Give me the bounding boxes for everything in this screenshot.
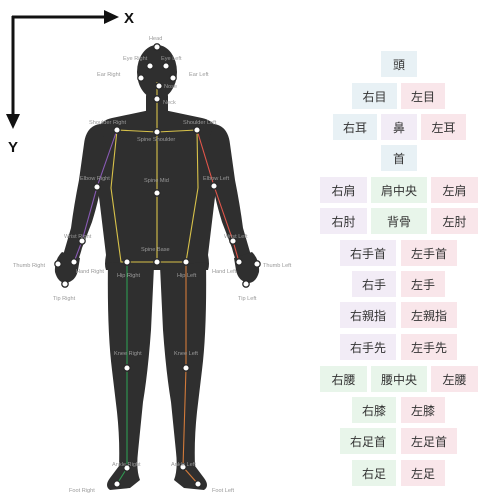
label-hand-left: Hand Left xyxy=(212,269,237,275)
label-nose: Nose xyxy=(164,84,177,90)
joint-tip-left xyxy=(243,281,249,287)
label-hip-right: Hip Right xyxy=(117,273,140,279)
kanji-tile-foot-right: 右足 xyxy=(352,460,396,486)
joint-foot-right xyxy=(114,481,120,487)
label-tip-right: Tip Right xyxy=(53,296,76,302)
kanji-tile-shoulder-right: 右肩 xyxy=(320,177,367,203)
kanji-tile-ear-left: 左耳 xyxy=(421,114,466,140)
label-eye-left: Eye Left xyxy=(161,56,182,62)
joint-elbow-right xyxy=(94,184,100,190)
label-head: Head xyxy=(149,36,162,42)
label-shoulder-left: Shoulder Left xyxy=(183,120,217,126)
right-leg-shape xyxy=(107,262,154,490)
kanji-tile-spine-base: 腰中央 xyxy=(371,366,427,392)
joint-ear-right xyxy=(138,75,144,81)
kanji-tile-hip-right: 右腰 xyxy=(320,366,367,392)
kanji-tile-hip-left: 左腰 xyxy=(431,366,478,392)
kanji-tile-wrist-right: 右手首 xyxy=(340,240,396,266)
label-ankle-right: Ankle Right xyxy=(112,462,141,468)
kanji-tile-head: 頭 xyxy=(381,51,417,77)
label-ear-left: Ear Left xyxy=(189,72,209,78)
kanji-tile-knee-right: 右膝 xyxy=(352,397,396,423)
label-shoulder-right: Shoulder Right xyxy=(89,120,126,126)
label-thumb-left: Thumb Left xyxy=(263,263,292,269)
joint-shoulder-right xyxy=(114,127,120,133)
kanji-tile-wrist-left: 左手首 xyxy=(401,240,457,266)
x-axis-arrow xyxy=(104,10,119,24)
label-spine-base: Spine Base xyxy=(141,247,170,253)
kanji-tile-spine-mid: 背骨 xyxy=(371,208,427,234)
joint-spine-mid xyxy=(154,190,160,196)
kanji-tile-knee-left: 左膝 xyxy=(401,397,445,423)
label-foot-left: Foot Left xyxy=(212,488,235,494)
label-foot-right: Foot Right xyxy=(69,488,95,494)
joint-elbow-left xyxy=(211,183,217,189)
joint-head xyxy=(154,44,160,50)
x-axis-label: X xyxy=(124,10,134,27)
label-wrist-right: Wrist Right xyxy=(64,234,92,240)
kanji-tile-thumb-left: 左親指 xyxy=(401,302,457,328)
joint-eye-left xyxy=(163,63,169,69)
joint-tip-right xyxy=(62,281,68,287)
joint-hand-right xyxy=(71,259,77,265)
joint-spine-shoulder xyxy=(154,129,160,135)
joint-ear-left xyxy=(170,75,176,81)
joint-spine-base xyxy=(154,259,160,265)
joint-hand-left xyxy=(236,259,242,265)
joint-foot-left xyxy=(195,481,201,487)
label-tip-left: Tip Left xyxy=(238,296,257,302)
joint-knee-right xyxy=(124,365,130,371)
label-ankle-left: Ankle Left xyxy=(171,462,196,468)
label-ear-right: Ear Right xyxy=(97,72,121,78)
kanji-tile-shoulder-left: 左肩 xyxy=(431,177,478,203)
label-neck: Neck xyxy=(163,100,176,106)
joint-hip-right xyxy=(124,259,130,265)
kanji-tile-ankle-left: 左足首 xyxy=(401,428,457,454)
kanji-tile-eye-right: 右目 xyxy=(352,83,397,109)
kanji-tile-ankle-right: 右足首 xyxy=(340,428,396,454)
label-hip-left: Hip Left xyxy=(177,273,197,279)
kanji-tile-elbow-left: 左肘 xyxy=(431,208,478,234)
joint-eye-right xyxy=(147,63,153,69)
kanji-tile-nose: 鼻 xyxy=(381,114,417,140)
label-thumb-right: Thumb Right xyxy=(13,263,45,269)
label-eye-right: Eye Right xyxy=(123,56,148,62)
label-wrist-left: Wrist Left xyxy=(224,234,248,240)
kanji-tile-elbow-right: 右肘 xyxy=(320,208,367,234)
joint-thumb-left xyxy=(254,261,260,267)
joint-thumb-right xyxy=(55,261,61,267)
joint-nose xyxy=(156,83,162,89)
label-spine-shoulder: Spine Shoulder xyxy=(137,137,175,143)
kanji-tile-eye-left: 左目 xyxy=(401,83,445,109)
kanji-tile-ear-right: 右耳 xyxy=(333,114,377,140)
kanji-tile-neck: 首 xyxy=(381,145,417,171)
label-elbow-right: Elbow Right xyxy=(80,176,110,182)
label-spine-mid: Spine Mid xyxy=(144,178,169,184)
kanji-tile-foot-left: 左足 xyxy=(401,460,445,486)
joint-shoulder-left xyxy=(194,127,200,133)
y-axis-label: Y xyxy=(8,139,18,156)
label-knee-right: Knee Right xyxy=(114,351,142,357)
label-hand-right: Hand Right xyxy=(76,269,104,275)
joint-neck xyxy=(154,96,160,102)
kanji-tile-thumb-right: 右親指 xyxy=(340,302,396,328)
y-axis-arrow xyxy=(6,114,20,129)
kanji-tile-spine-shoulder: 肩中央 xyxy=(371,177,427,203)
joint-hip-left xyxy=(183,259,189,265)
label-knee-left: Knee Left xyxy=(174,351,198,357)
joint-knee-left xyxy=(183,365,189,371)
kanji-tile-hand-right: 右手 xyxy=(352,271,396,297)
kanji-tile-hand-left: 左手 xyxy=(401,271,445,297)
kanji-tile-tip-right: 右手先 xyxy=(340,334,396,360)
kanji-tile-tip-left: 左手先 xyxy=(401,334,457,360)
label-elbow-left: Elbow Left xyxy=(203,176,230,182)
